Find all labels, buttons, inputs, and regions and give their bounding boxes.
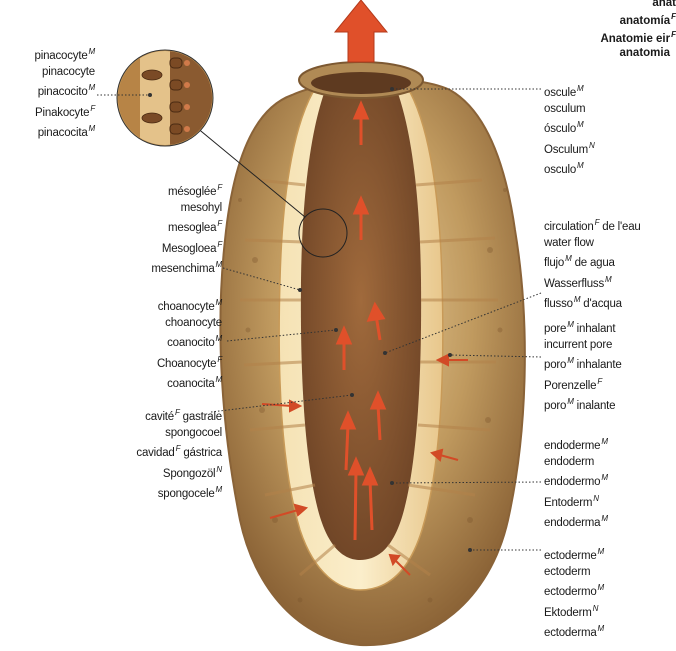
term-pore-4: poroM inalante xyxy=(544,394,622,415)
term-pinacocyte-0: pinacocyteM xyxy=(35,44,95,65)
term-endoderm-2: endodermoM xyxy=(544,470,608,491)
term-water-flow-1: water flow xyxy=(544,236,641,252)
term-pore-1: incurrent pore xyxy=(544,338,622,354)
term-spongocoel-2: cavidadF gástrica xyxy=(136,441,222,462)
term-mesoglea-2: mesogleaF xyxy=(151,216,222,237)
term-osculum-0: osculeM xyxy=(544,81,595,102)
term-pore-3: PorenzelleF xyxy=(544,374,622,395)
term-choanocyte-4: coanocitaM xyxy=(157,372,222,393)
term-pinacocyte-4: pinacocitaM xyxy=(35,121,95,142)
term-spongocoel-4: spongoceleM xyxy=(136,482,222,503)
term-spongocoel-1: spongocoel xyxy=(136,426,222,442)
term-water-flow-2: flujoM de agua xyxy=(544,251,641,272)
term-spongocoel-3: SpongozölN xyxy=(136,462,222,483)
title-line: anatomíaF xyxy=(600,10,676,28)
term-water-flow-0: circulationF de l'eau xyxy=(544,215,641,236)
term-pore-0: poreM inhalant xyxy=(544,317,622,338)
term-mesoglea-3: MesogloeaF xyxy=(151,237,222,258)
term-osculum-1: osculum xyxy=(544,102,595,118)
term-pore-2: poroM inhalante xyxy=(544,353,622,374)
page-title: anat anatomíaF Anatomie eirF anatomia xyxy=(600,0,676,60)
term-pinacocyte-2: pinacocitoM xyxy=(35,80,95,101)
term-osculum-3: OsculumN xyxy=(544,138,595,159)
term-endoderm-0: endodermeM xyxy=(544,434,608,455)
title-line: anat xyxy=(600,0,676,10)
term-endoderm-4: endodermaM xyxy=(544,511,608,532)
term-osculum-4: osculoM xyxy=(544,158,595,179)
term-endoderm-1: endoderm xyxy=(544,455,608,471)
term-ectoderm-3: EktodermN xyxy=(544,601,604,622)
term-mesoglea-4: mesenchimaM xyxy=(151,257,222,278)
title-line: Anatomie eirF xyxy=(600,28,676,46)
term-spongocoel-0: cavitéF gastrale xyxy=(136,405,222,426)
title-line: anatomia xyxy=(600,46,676,60)
term-water-flow-3: WasserflussM xyxy=(544,272,641,293)
term-ectoderm-2: ectodermoM xyxy=(544,580,604,601)
term-endoderm-3: EntodermN xyxy=(544,491,608,512)
term-osculum-2: ósculoM xyxy=(544,117,595,138)
term-choanocyte-2: coanocitoM xyxy=(157,331,222,352)
term-choanocyte-3: ChoanocyteF xyxy=(157,352,222,373)
term-ectoderm-0: ectodermeM xyxy=(544,544,604,565)
term-pinacocyte-3: PinakocyteF xyxy=(35,101,95,122)
term-water-flow-4: flussoM d'acqua xyxy=(544,292,641,313)
term-pinacocyte-1: pinacocyte xyxy=(35,65,95,81)
term-mesoglea-1: mesohyl xyxy=(151,201,222,217)
excurrent-arrow xyxy=(335,0,387,62)
term-choanocyte-1: choanocyte xyxy=(157,316,222,332)
spongocoel-cavity xyxy=(301,88,421,560)
term-ectoderm-1: ectoderm xyxy=(544,565,604,581)
term-choanocyte-0: choanocyteM xyxy=(157,295,222,316)
term-ectoderm-4: ectodermaM xyxy=(544,621,604,642)
term-mesoglea-0: mésogléeF xyxy=(151,180,222,201)
